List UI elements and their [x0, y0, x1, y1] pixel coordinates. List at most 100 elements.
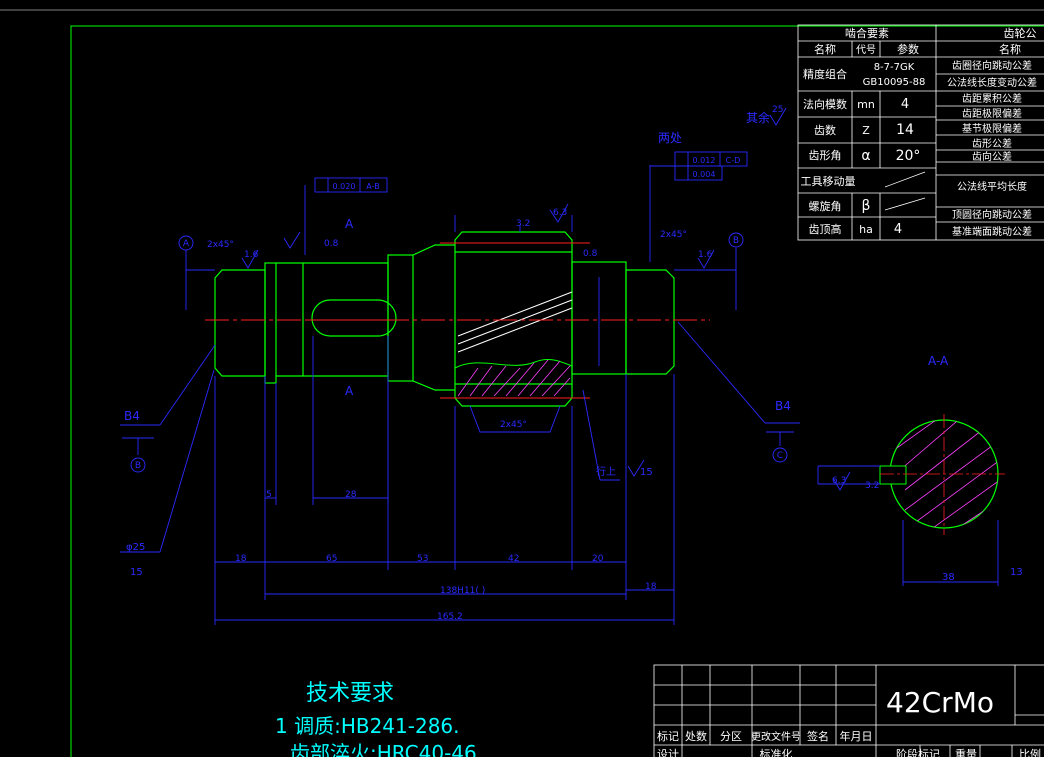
params-header-left: 啮合要素 — [845, 26, 889, 40]
right-row-0: 齿圈径向跳动公差 — [952, 59, 1032, 72]
row-module-code: mn — [857, 98, 875, 111]
b4-right-label: B4 — [775, 399, 791, 413]
datum-c-label: C — [777, 451, 783, 461]
dim-28: 28 — [345, 490, 357, 500]
chamfer-right-text: 2x45° — [660, 230, 687, 240]
right-row-8: 顶圆径向跳动公差 — [952, 208, 1032, 221]
params-col-name-right: 名称 — [999, 42, 1021, 56]
dim-5: 5 — [266, 490, 272, 500]
params-col-code: 代号 — [856, 44, 876, 56]
dim-b15: 15 — [130, 567, 143, 578]
dim-18b: 18 — [645, 582, 657, 592]
section-dim-38: 38 — [942, 572, 955, 583]
right-row-7: 公法线平均长度 — [957, 180, 1027, 193]
liangjian-label: 两处 — [658, 131, 682, 145]
right-row-1: 公法线长度变动公差 — [947, 76, 1037, 89]
ra-32-text: 3.2 — [516, 219, 530, 229]
right-row-2: 齿距累积公差 — [962, 92, 1022, 105]
tol-value-2: 0.012 — [693, 156, 716, 165]
dim-phi25: φ25 — [126, 542, 145, 553]
datum-marker-text: A B B C — [135, 236, 783, 471]
params-table — [797, 24, 1044, 241]
params-col-value: 参数 — [897, 42, 919, 56]
dim-42: 42 — [508, 554, 519, 564]
gear-helix-lines — [457, 291, 573, 353]
datum-b-lower-label: B — [135, 461, 141, 471]
row-module-value: 4 — [901, 97, 909, 112]
datum-a-label: A — [183, 239, 190, 249]
row-angle-value: 20° — [896, 148, 921, 164]
right-row-4: 基节极限偏差 — [962, 122, 1022, 135]
label-15: 15 — [640, 467, 653, 478]
tb-standard: 标准化 — [760, 747, 793, 757]
row-helix-name: 螺旋角 — [809, 199, 842, 213]
title-block — [653, 664, 1044, 757]
tb-scale: 比例 — [1019, 747, 1041, 757]
cut-a-bottom: A — [345, 384, 354, 398]
tb-design: 设计 — [657, 748, 679, 757]
right-row-5: 齿形公差 — [972, 137, 1012, 150]
tol-value-1: 0.020 — [333, 182, 356, 191]
row-angle-code: α — [861, 148, 870, 164]
chamfer-bottom-text: 2x45° — [500, 420, 527, 430]
ra-16-right: 1.6 — [698, 250, 713, 260]
row-precision-line1: 8-7-7GK — [874, 62, 915, 73]
dim-total: 165.2 — [437, 612, 463, 622]
tolerance-frames — [314, 151, 748, 193]
chamfer-left-text: 2x45° — [207, 240, 234, 250]
shaft-centerline — [205, 242, 710, 399]
params-col-name: 名称 — [814, 42, 836, 56]
dimension-lines — [120, 165, 800, 625]
label-hang-shang: 行上 — [596, 465, 616, 478]
ra-08-text: 0.8 — [324, 239, 339, 249]
gear-section-hatch — [454, 359, 573, 399]
section-labels: B4 B4 A-A 两处 其余 A A — [124, 110, 949, 423]
row-teeth-name: 齿数 — [814, 124, 836, 137]
tb-stage-mark: 阶段标记 — [896, 747, 940, 757]
section-ra-text-b: 3.2 — [865, 481, 879, 491]
row-tool-shift-name: 工具移动量 — [801, 175, 856, 188]
tol-ref-2: C-D — [726, 156, 741, 165]
ra-16-left: 1.6 — [244, 250, 259, 260]
material-label: 42CrMo — [886, 686, 994, 719]
tech-requirements: 技术要求 1 调质:HB241-286. 齿部淬火:HRC40-46 — [275, 681, 477, 757]
row-addendum-name: 齿顶高 — [809, 222, 842, 236]
tech-req-line2: 齿部淬火:HRC40-46 — [290, 741, 477, 757]
params-table-text: 啮合要素 齿轮公 名称 代号 参数 名称 精度组合 8-7-7GK GB1009… — [801, 26, 1038, 238]
dim-53: 53 — [417, 554, 428, 564]
tolerance-frame-text: 0.020 A-B 0.012 C-D 0.004 — [333, 156, 741, 191]
tol-value-3: 0.004 — [693, 170, 716, 179]
tb-col-chushu: 处数 — [685, 730, 707, 743]
tb-weight: 重量 — [955, 747, 977, 757]
roughness-symbols — [241, 107, 851, 491]
row-angle-name: 齿形角 — [809, 149, 842, 162]
row-teeth-value: 14 — [896, 122, 914, 138]
row-teeth-code: Z — [862, 124, 870, 137]
row-precision-name: 精度组合 — [803, 67, 847, 81]
ra-63-text: 6.3 — [553, 208, 567, 218]
row-addendum-value: 4 — [894, 222, 902, 237]
datum-markers — [130, 232, 788, 473]
right-row-3: 齿距极限偏差 — [962, 107, 1022, 120]
row-addendum-code: ha — [859, 223, 873, 236]
datum-b-label: B — [733, 236, 739, 246]
row-module-name: 法向模数 — [803, 97, 847, 111]
tol-ref-1: A-B — [366, 182, 379, 191]
ra-08b-text: 0.8 — [583, 249, 598, 259]
tb-col-biaoji: 标记 — [657, 729, 679, 743]
right-row-9: 基准端面跳动公差 — [952, 225, 1032, 238]
section-aa-label: A-A — [928, 354, 949, 368]
dim-138: 138H11( ) — [440, 586, 485, 596]
tb-col-change-no: 更改文件号 — [751, 730, 801, 743]
section-dim-13: 13 — [1010, 567, 1023, 578]
b4-left-label: B4 — [124, 409, 140, 423]
cut-a-top: A — [345, 217, 354, 231]
row-precision-line2: GB10095-88 — [863, 77, 926, 88]
tb-col-fenqu: 分区 — [720, 730, 742, 743]
title-block-text: 42CrMo 标记 处数 分区 更改文件号 签名 年月日 设计 标准化 阶段标记… — [657, 686, 1041, 757]
row-helix-code: β — [862, 198, 871, 214]
dimension-text: 2x45° 2x45° 2x45° 1.6 1.6 3.2 6.3 0.8 0.… — [126, 105, 1023, 622]
tb-col-sign: 签名 — [807, 729, 829, 743]
shaft-outline — [214, 231, 675, 407]
